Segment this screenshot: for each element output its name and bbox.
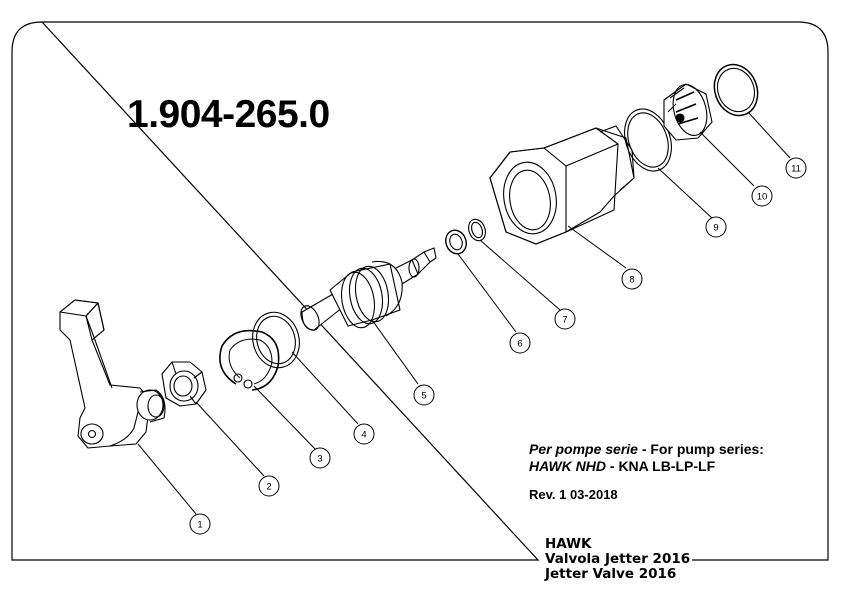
circlip-part xyxy=(219,329,280,391)
callout-balloon-8 xyxy=(621,268,643,290)
callout-label-11: 11 xyxy=(791,164,801,175)
o-ring-part-9 xyxy=(624,108,672,172)
callout-label-5: 5 xyxy=(421,391,426,402)
revision-label: Rev. 1 03-2018 xyxy=(529,487,618,502)
callout-balloon-9 xyxy=(705,216,727,238)
callout-label-4: 4 xyxy=(361,430,366,441)
callout-label-7: 7 xyxy=(562,315,567,326)
pump-series-note: Per pompe serie - For pump series: HAWK … xyxy=(529,441,764,475)
hex-body-part xyxy=(489,125,635,245)
callout-label-10: 10 xyxy=(757,192,768,203)
sheet-frame xyxy=(11,21,829,561)
callout-label-9: 9 xyxy=(713,223,718,234)
callout-balloon-6 xyxy=(509,332,531,354)
brand-label: HAWK xyxy=(545,536,592,552)
callout-balloon-4 xyxy=(353,423,375,445)
callout-balloon-10 xyxy=(751,185,773,207)
series-italian-label: Per pompe serie xyxy=(529,441,638,457)
callout-balloon-11 xyxy=(785,157,807,179)
hex-nut-part xyxy=(161,361,207,407)
series-models-list: - KNA LB-LP-LF xyxy=(606,458,716,474)
callout-label-8: 8 xyxy=(629,275,634,286)
series-model-label: HAWK NHD xyxy=(529,458,606,474)
washer-ring-part xyxy=(252,311,300,369)
valve-cage-part xyxy=(663,83,713,141)
part-number-heading: 1.904-265.0 xyxy=(127,93,330,136)
callout-balloon-5 xyxy=(413,384,435,406)
series-english-label: - For pump series: xyxy=(637,441,764,457)
title-english: Jetter Valve 2016 xyxy=(545,566,677,582)
small-ring-part-7 xyxy=(468,218,486,242)
callout-label-3: 3 xyxy=(317,454,322,465)
title-block: HAWK Valvola Jetter 2016 Jetter Valve 20… xyxy=(545,537,690,582)
callout-balloon-2 xyxy=(258,475,280,497)
o-ring-part-11 xyxy=(713,63,759,117)
callout-balloon-1 xyxy=(189,513,211,535)
lever-handle-part xyxy=(59,299,166,449)
small-ring-part-6 xyxy=(445,229,467,255)
callout-balloon-3 xyxy=(309,447,331,469)
valve-stem-part xyxy=(300,247,437,331)
title-italian: Valvola Jetter 2016 xyxy=(545,551,691,567)
callout-balloon-7 xyxy=(554,308,576,330)
callout-label-1: 1 xyxy=(197,520,202,531)
callout-label-6: 6 xyxy=(517,339,522,350)
callout-label-2: 2 xyxy=(266,482,271,493)
